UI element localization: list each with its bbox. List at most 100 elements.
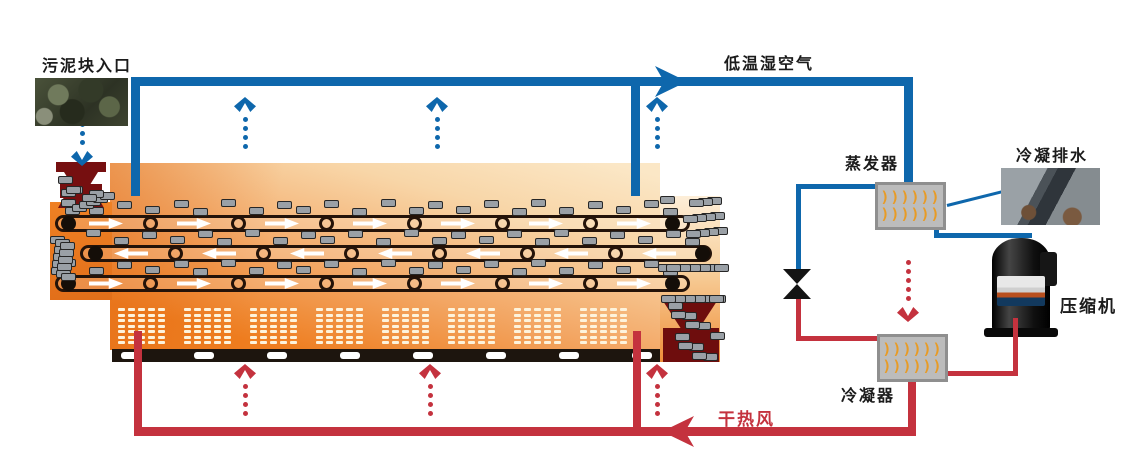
sludge-block (451, 231, 466, 239)
dryer-base-bar (112, 349, 660, 362)
airflow-dot (655, 144, 660, 149)
vent-dash (270, 330, 277, 333)
sludge-block (89, 267, 105, 275)
airflow-up-arrow-icon (646, 364, 668, 379)
vent-dash (534, 324, 541, 328)
airflow-dot (243, 411, 248, 416)
vent-dash (316, 330, 323, 333)
cold-humid-air-pipe-top (131, 77, 913, 86)
dry-hot-air-pipe-left-riser (134, 331, 142, 427)
sludge-block (59, 249, 74, 257)
vent-dash (524, 324, 531, 328)
vent-dash (194, 341, 201, 344)
sludge-block (535, 238, 550, 246)
belt-roller (432, 246, 447, 261)
sludge-block (220, 259, 236, 267)
sludge-block (58, 256, 73, 264)
vent-dash (488, 313, 495, 317)
sludge-block (643, 200, 659, 208)
vent-dash (448, 324, 455, 328)
belt-roller (495, 216, 510, 231)
vent-dash (346, 308, 353, 311)
sludge-block (192, 268, 208, 276)
vent-dash (620, 341, 627, 344)
vent-dash (488, 335, 495, 339)
belt-direction-arrow-icon (353, 278, 387, 289)
vent-dash (448, 335, 455, 339)
belt-drive-roller (88, 246, 103, 261)
vent-dash (448, 341, 455, 344)
vent-dash (158, 313, 165, 317)
belt-roller (319, 276, 334, 291)
belt-roller (495, 276, 510, 291)
vent-dash (148, 335, 155, 339)
vent-dash (524, 313, 531, 317)
sludge-block (117, 261, 133, 269)
sludge-block (248, 207, 264, 215)
vent-dash (422, 313, 429, 317)
vent-dash (422, 308, 429, 311)
sludge-block (427, 201, 443, 209)
vent-dash (118, 335, 125, 339)
sludge-block (192, 208, 208, 216)
vent-dash (524, 335, 531, 339)
vent-dash (402, 324, 409, 328)
vent-dash (148, 324, 155, 328)
vent-dash (194, 313, 201, 317)
vent-dash (346, 313, 353, 317)
vent-dash (184, 335, 191, 339)
vent-dash (290, 313, 297, 317)
condenser-coil-box: )))))) )))))) (877, 334, 948, 382)
vent-dash (184, 341, 191, 344)
sludge-block (689, 199, 704, 207)
vent-dash (534, 319, 541, 322)
belt-drive-roller (61, 216, 76, 231)
vent-dash (326, 341, 333, 344)
vent-dash (356, 330, 363, 333)
condenser-label: 冷凝器 (841, 386, 896, 405)
vent-dash (214, 308, 221, 311)
vent-dash (534, 330, 541, 333)
vent-dash (336, 341, 343, 344)
airflow-dot (80, 140, 85, 145)
airflow-dot (655, 402, 660, 407)
vent-dash (382, 313, 389, 317)
airflow-down-arrow-icon (897, 307, 919, 322)
base-slot (267, 352, 287, 359)
vent-dash (260, 308, 267, 311)
vent-dash (524, 330, 531, 333)
sludge-block (273, 237, 288, 245)
vent-dash (448, 319, 455, 322)
cold-humid-air-label: 低温湿空气 (724, 54, 815, 73)
sludge-block (615, 266, 631, 274)
vent-dash (580, 313, 587, 317)
vent-dash (214, 313, 221, 317)
sludge-block (427, 261, 443, 269)
vent-dash (478, 319, 485, 322)
airflow-dot (655, 126, 660, 131)
vent-dash (316, 313, 323, 317)
vent-dash (458, 324, 465, 328)
airflow-dot (435, 126, 440, 131)
dry-hot-air-label: 干热风 (718, 410, 775, 430)
sludge-block (277, 201, 293, 209)
sludge-block (692, 352, 707, 360)
vent-dash (128, 335, 135, 339)
vent-dash (422, 335, 429, 339)
vent-dash (290, 324, 297, 328)
vent-dash (158, 341, 165, 344)
vent-dash (600, 319, 607, 322)
vent-dash (346, 324, 353, 328)
vent-dash (600, 341, 607, 344)
vent-dash (290, 308, 297, 311)
airflow-dot (655, 135, 660, 140)
vent-dash (250, 341, 257, 344)
airflow-dot (655, 393, 660, 398)
vent-dash (580, 308, 587, 311)
vent-dash (224, 319, 231, 322)
airflow-dot (435, 135, 440, 140)
cold-humid-air-pipe-to-evaporator (904, 77, 913, 183)
vent-dash (448, 308, 455, 311)
airflow-dot (243, 384, 248, 389)
vent-dash (204, 308, 211, 311)
